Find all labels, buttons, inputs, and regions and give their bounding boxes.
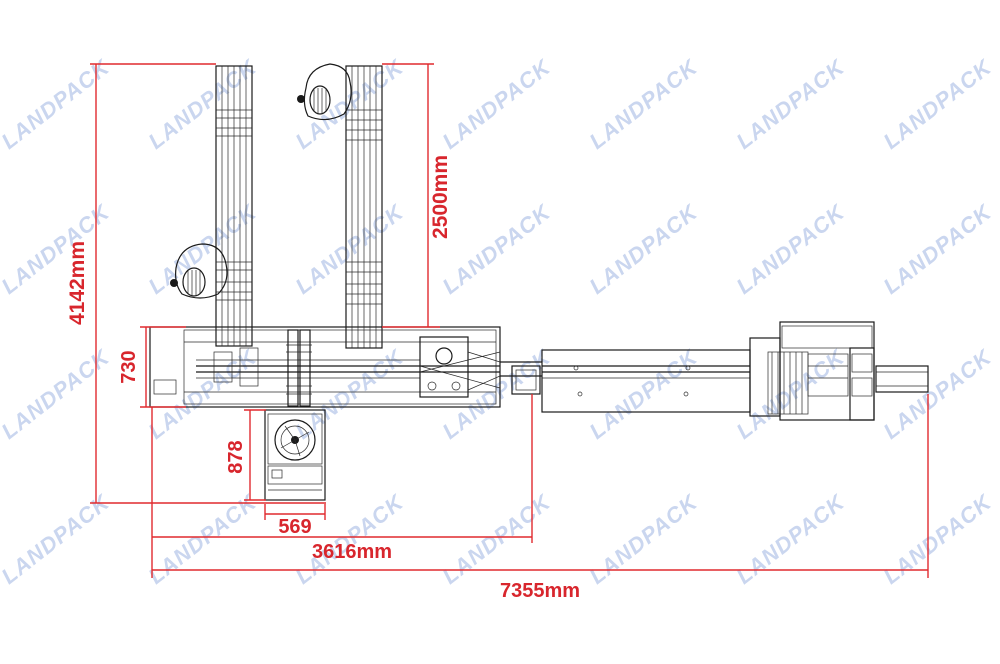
watermark-text: LANDPACK (585, 54, 704, 154)
frame-depth-label: 730 (118, 350, 140, 383)
left-conveyor (215, 65, 253, 347)
watermark-text: LANDPACK (438, 199, 557, 299)
watermark-text: LANDPACK (0, 344, 115, 444)
watermark-text: LANDPACK (732, 489, 851, 589)
operator-top (297, 63, 352, 121)
watermark-text: LANDPACK (144, 199, 263, 299)
watermark-text: LANDPACK (879, 54, 998, 154)
watermark-text: LANDPACK (879, 344, 998, 444)
fan-unit-depth-label: 878 (225, 440, 247, 473)
right-conveyor (345, 65, 383, 349)
watermark-text: LANDPACK (585, 344, 704, 444)
watermark-text: LANDPACK (879, 199, 998, 299)
main-frame-width-label: 3616mm (312, 541, 392, 563)
watermark-text: LANDPACK (585, 199, 704, 299)
dimension-labels: 4142mm 730 2500mm 878 569 3616mm 7355mm (66, 155, 580, 602)
machine-drawing (149, 63, 929, 501)
watermark-text: LANDPACK (438, 489, 557, 589)
watermark-text: LANDPACK (438, 54, 557, 154)
packaging-machine (749, 321, 929, 421)
watermark-text: LANDPACK (732, 199, 851, 299)
operator-bottom (170, 243, 228, 299)
total-length-label: 7355mm (500, 580, 580, 602)
transfer-section (500, 361, 542, 395)
conveyor-length-label: 2500mm (429, 155, 452, 239)
watermark-layer: LANDPACK LANDPACK LANDPACK LANDPACK LANDPACK… (0, 54, 997, 589)
fan-unit-width-label: 569 (278, 516, 311, 538)
watermark-text: LANDPACK (879, 489, 998, 589)
watermark-text: LANDPACK (585, 489, 704, 589)
watermark-text: LANDPACK (144, 54, 263, 154)
dimension-lines (90, 63, 929, 578)
main-frame (149, 326, 501, 408)
watermark-text: LANDPACK (732, 344, 851, 444)
watermark-text: LANDPACK (732, 54, 851, 154)
fan-unit (264, 409, 326, 501)
watermark-text: LANDPACK (0, 54, 115, 154)
total-depth-label: 4142mm (66, 241, 89, 325)
watermark-text: LANDPACK (0, 199, 115, 299)
